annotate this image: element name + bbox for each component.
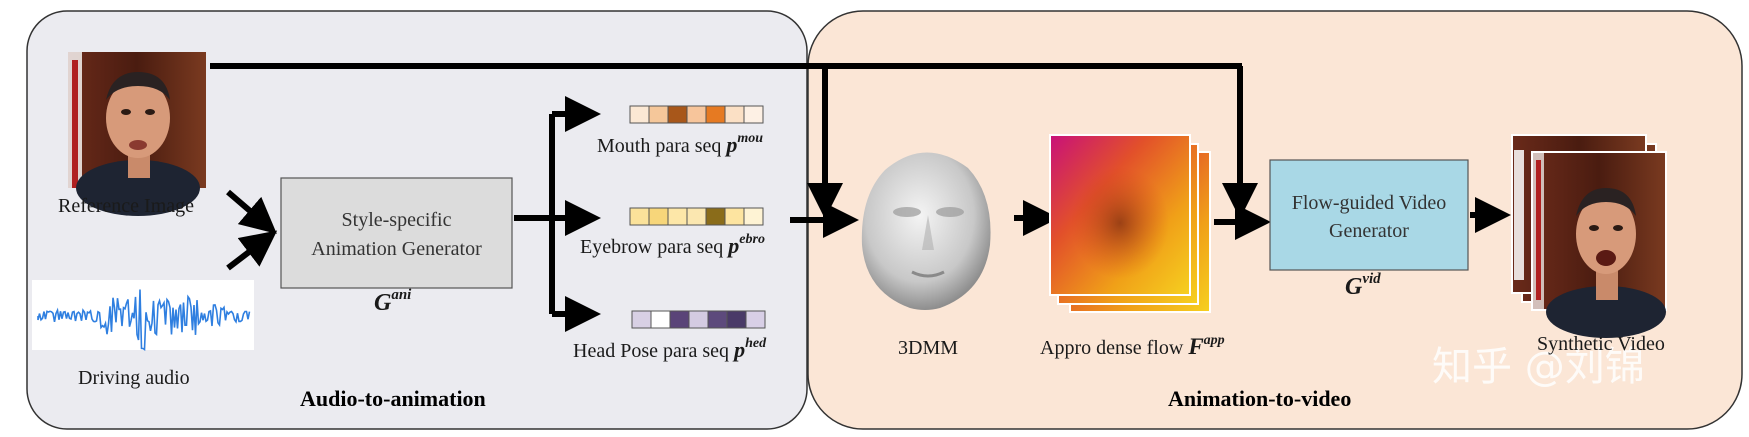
right-panel-title: Animation-to-video: [1168, 386, 1351, 411]
flow-sup: app: [1204, 333, 1225, 348]
arrow-image-to-generator: [226, 189, 277, 234]
eyebrow-seq-cell: [648, 207, 669, 226]
arrow-audio-to-generator: [226, 230, 278, 271]
animation-generator-symbol: Gani: [374, 287, 412, 316]
animation-generator-line2: Animation Generator: [311, 238, 482, 260]
mouth-seq-cell: [686, 105, 707, 124]
branch-arrows: [514, 96, 601, 332]
video-generator-line2: Generator: [1329, 220, 1409, 242]
g-vid-base: G: [1345, 274, 1363, 300]
eyebrow-seq-cell: [686, 207, 707, 226]
animation-generator-box: [280, 177, 513, 289]
g-vid-sup: vid: [1362, 271, 1381, 287]
flow-label: Appro dense flow Fapp: [1040, 333, 1225, 359]
mouth-seq-cell: [743, 105, 764, 124]
headpose-seq-sup: hed: [745, 336, 767, 351]
eyebrow-seq-cell: [743, 207, 764, 226]
eyebrow-seq-cell: [667, 207, 688, 226]
eyebrow-seq-cell: [724, 207, 745, 226]
headpose-seq-symbol: p: [732, 337, 745, 362]
video-generator-box: [1269, 159, 1469, 271]
eyebrow-seq-symbol: p: [726, 233, 739, 258]
3dmm-face-mesh: [861, 152, 991, 310]
mouth-seq-cell: [629, 105, 650, 124]
watermark: 知乎 @刘锦: [1432, 344, 1645, 390]
eyebrow-seq-sup: ebro: [739, 232, 765, 247]
headpose-seq-text: Head Pose para seq: [573, 340, 734, 362]
animation-generator-line1: Style-specific: [342, 209, 452, 231]
eyebrow-seq-text: Eyebrow para seq: [580, 236, 728, 258]
mouth-seq-label: Mouth para seq pmou: [597, 131, 763, 157]
mouth-seq-cell: [648, 105, 669, 124]
eyebrow-seq-cell: [629, 207, 650, 226]
reference-image-label: Reference Image: [58, 195, 194, 217]
mouth-seq-symbol: p: [724, 132, 737, 157]
mouth-seq-text: Mouth para seq: [597, 135, 726, 157]
headpose-seq-cell: [745, 310, 766, 329]
headpose-seq-label: Head Pose para seq phed: [573, 336, 767, 362]
eyebrow-seq-label: Eyebrow para seq pebro: [580, 232, 765, 258]
mouth-seq-cell: [667, 105, 688, 124]
driving-audio-waveform: [32, 280, 254, 351]
dense-flow-stack: [1049, 134, 1211, 313]
headpose-seq-cell: [688, 310, 709, 329]
3dmm-label: 3DMM: [898, 337, 958, 359]
headpose-seq-cell: [707, 310, 728, 329]
left-panel-title: Audio-to-animation: [300, 386, 486, 411]
driving-audio-label: Driving audio: [78, 367, 190, 389]
mouth-seq-cell: [705, 105, 726, 124]
headpose-seq-cell: [631, 310, 652, 329]
synthetic-video-frames: [1511, 134, 1667, 338]
eyebrow-seq-cell: [705, 207, 726, 226]
g-ani-base: G: [374, 290, 392, 316]
video-generator-symbol: Gvid: [1345, 271, 1381, 300]
headpose-seq-cell: [669, 310, 690, 329]
mouth-seq-sup: mou: [737, 131, 763, 146]
mouth-seq-cell: [724, 105, 745, 124]
video-generator-line1: Flow-guided Video: [1292, 192, 1447, 214]
g-ani-sup: ani: [391, 287, 412, 303]
flow-symbol: F: [1187, 334, 1203, 359]
headpose-seq-cell: [726, 310, 747, 329]
reference-image: [68, 52, 206, 216]
headpose-seq-cell: [650, 310, 671, 329]
reference-skip-connection: [210, 63, 1258, 219]
flow-label-text: Appro dense flow: [1040, 337, 1188, 359]
output-label: Synthetic Video: [1537, 333, 1665, 355]
